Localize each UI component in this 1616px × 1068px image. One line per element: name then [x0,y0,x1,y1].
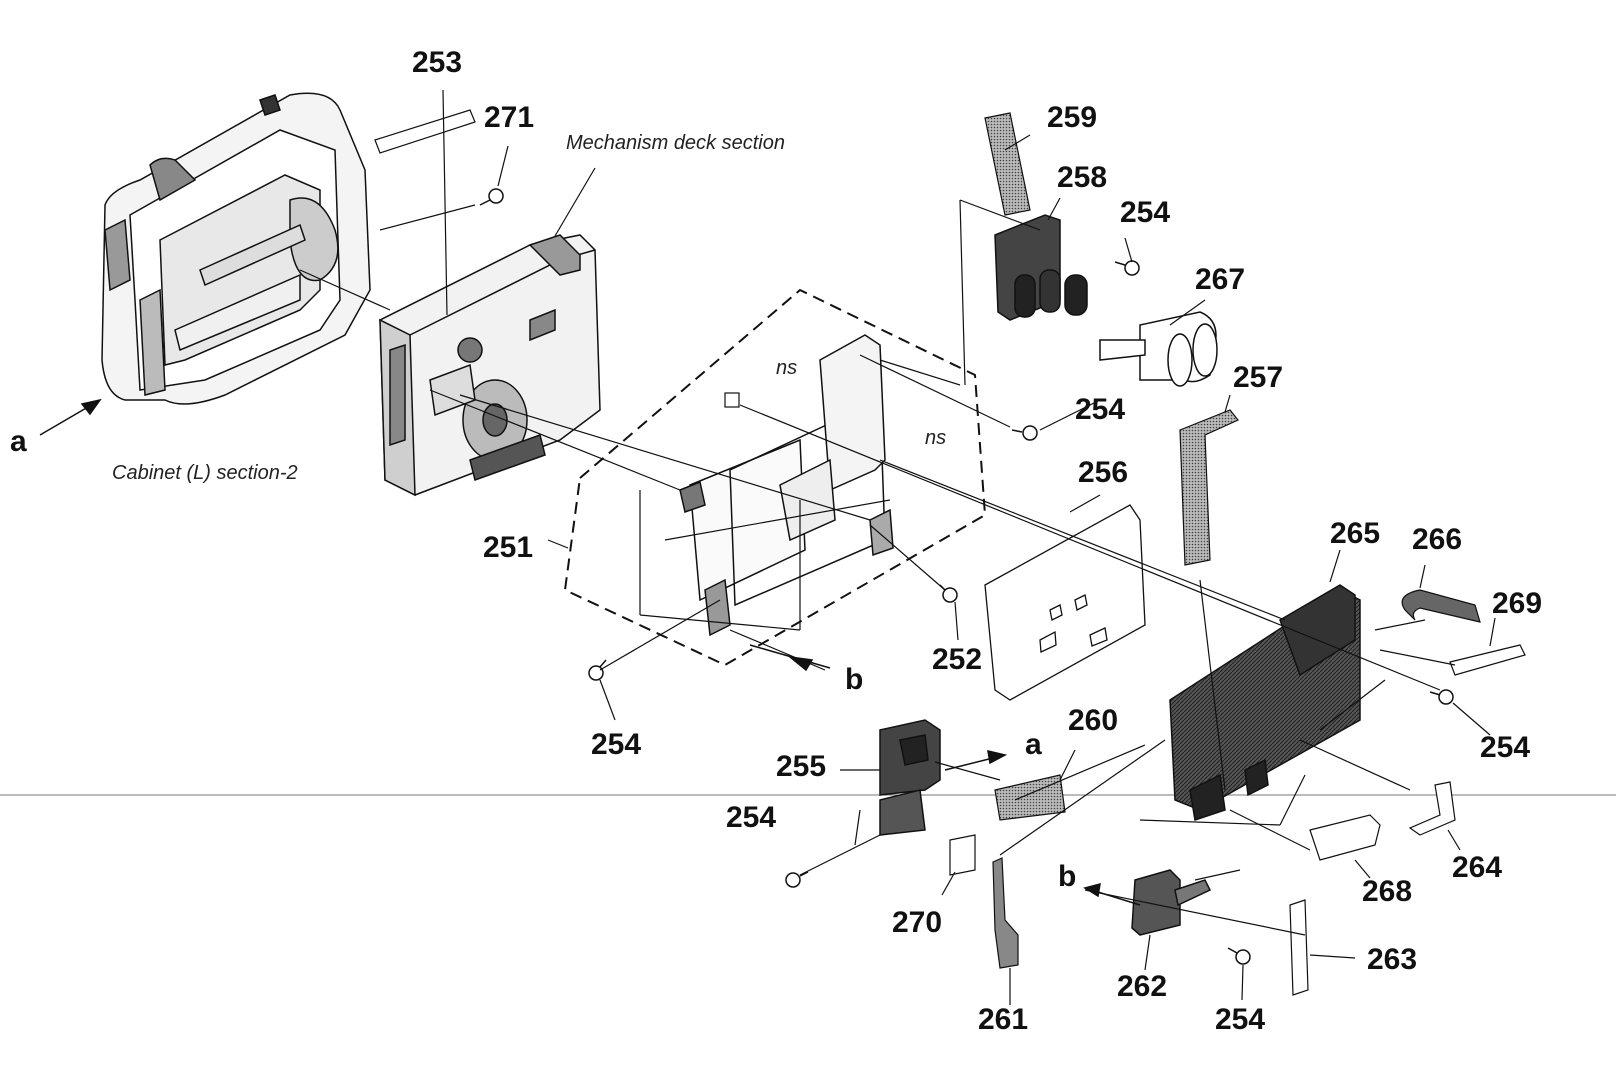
cabinet-l-caption: Cabinet (L) section-2 [112,462,298,484]
part-label-254-mid: 254 [1075,393,1126,426]
part-label-257: 257 [1233,361,1284,394]
part-257-flex-cable [1179,409,1239,566]
part-label-267: 267 [1195,263,1246,296]
part-259-strip [984,112,1031,216]
part-label-254-left: 254 [591,728,642,761]
screw-icons [479,188,1454,965]
part-label-255: 255 [776,750,827,783]
frame-251-shape [679,334,894,637]
ns-label-1: ns [776,357,798,379]
part-label-252: 252 [932,643,983,676]
part-label-271: 271 [484,101,535,134]
part-label-270: 270 [892,906,943,939]
part-253-strip [374,109,476,154]
part-258-board [994,214,1088,321]
part-269-strip [1449,644,1526,676]
part-267-capacitor [1099,311,1218,387]
part-label-254-top: 254 [1120,196,1171,229]
part-label-251: 251 [483,531,534,564]
arrow-a-left-icon [39,398,102,436]
screw-icon [1114,260,1140,276]
part-label-258: 258 [1057,161,1108,194]
part-label-254-low: 254 [726,801,777,834]
part-label-260: 260 [1068,704,1119,737]
part-label-263: 263 [1367,943,1418,976]
screw-icon [479,188,504,206]
part-264-strip [1408,781,1456,836]
part-label-262: 262 [1117,970,1168,1003]
leader-lines [299,89,1496,1005]
part-265-main-board [1169,584,1361,821]
part-label-269: 269 [1492,587,1543,620]
part-256-board [984,504,1146,701]
arrow-icons [39,398,1141,906]
frame-251-dashed-outline [563,288,987,667]
part-label-266: 266 [1412,523,1463,556]
part-label-254-bottom: 254 [1215,1003,1266,1036]
ns-square-part [724,392,740,408]
part-label-265: 265 [1330,517,1381,550]
screw-icon [939,584,958,603]
screw-icon [785,871,809,888]
ref-letter-a-left: a [10,425,27,458]
part-266-coil [1401,589,1481,623]
mechanism-deck-shape [379,234,601,497]
part-label-259: 259 [1047,101,1098,134]
part-261-flex [992,857,1019,969]
arrow-a-mid-icon [944,750,1008,771]
part-263-strip [1289,899,1309,996]
part-label-261: 261 [978,1003,1029,1036]
screw-icon [1429,689,1454,705]
part-label-254-right: 254 [1480,731,1531,764]
ref-letter-b-low: b [1058,860,1077,893]
arrow-b-mid-icon [749,644,831,672]
part-262-bracket [1131,869,1212,936]
part-label-268: 268 [1362,875,1413,908]
ref-letter-a-mid: a [1025,728,1042,761]
part-label-256: 256 [1078,456,1129,489]
part-268-shape [1309,814,1381,861]
arrow-b-low-icon [1083,882,1141,906]
ref-letter-b-mid: b [845,663,864,696]
screw-icon [588,659,607,681]
ns-label-2: ns [925,427,947,449]
screw-icon [1011,425,1038,441]
mechanism-deck-caption: Mechanism deck section [566,132,785,154]
part-260-pad [994,774,1066,821]
part-255-bracket [879,719,941,836]
screw-icon [1227,947,1251,965]
part-label-264: 264 [1452,851,1503,884]
part-label-253: 253 [412,46,463,79]
part-270-sheet [949,834,976,876]
cabinet-l-section-shape [101,92,371,405]
